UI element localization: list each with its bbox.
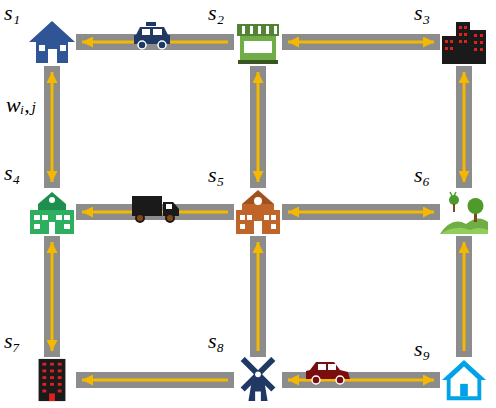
road-band	[250, 236, 266, 357]
place-icon	[28, 18, 76, 66]
road-band	[44, 236, 60, 357]
place-icon	[28, 188, 76, 236]
place-icon	[440, 18, 488, 66]
road-connector	[258, 236, 259, 357]
road-band	[456, 236, 472, 357]
road-connector	[282, 42, 440, 43]
road-band	[76, 372, 234, 388]
road-connector	[282, 212, 440, 213]
road-connector	[464, 236, 465, 357]
road-connector	[258, 66, 259, 188]
direction-arrow	[51, 72, 54, 182]
place-icon	[440, 357, 488, 403]
road-band	[282, 34, 440, 50]
place-node: s₅	[234, 188, 282, 236]
truck-icon	[132, 196, 179, 222]
road-band	[282, 204, 440, 220]
node-label: s₈	[208, 328, 224, 353]
place-node: s₄	[28, 188, 76, 236]
place-icon	[234, 188, 282, 236]
place-icon	[28, 357, 76, 403]
direction-arrow	[463, 242, 466, 351]
road-connector	[76, 380, 234, 381]
place-node: s₇	[28, 357, 76, 403]
road-connector	[464, 66, 465, 188]
direction-arrow	[288, 211, 434, 214]
node-label: s₂	[208, 0, 224, 25]
car-icon	[306, 362, 350, 384]
node-label: s₇	[4, 328, 20, 353]
taxi-icon	[134, 22, 170, 49]
road-band	[282, 372, 440, 388]
place-node: s₁	[28, 18, 76, 66]
road-band	[250, 66, 266, 188]
direction-arrow	[463, 72, 466, 182]
place-node: s₆	[440, 188, 488, 236]
direction-arrow	[288, 41, 434, 44]
node-label: s₅	[208, 162, 224, 187]
place-node: s₉	[440, 357, 488, 403]
direction-arrow	[257, 72, 260, 182]
node-label: s₉	[414, 336, 430, 361]
road-connector	[282, 380, 440, 381]
direction-arrow	[257, 242, 260, 351]
place-icon	[234, 357, 282, 403]
place-node: s₃	[440, 18, 488, 66]
weight-label: wᵢ,ⱼ	[6, 92, 35, 117]
road-connector	[52, 236, 53, 357]
road-band	[456, 66, 472, 188]
road-connector	[52, 66, 53, 188]
place-node: s₂	[234, 18, 282, 66]
place-icon	[234, 18, 282, 66]
place-node: s₈	[234, 357, 282, 403]
direction-arrow	[51, 242, 54, 351]
node-label: s₃	[414, 0, 430, 25]
road-band	[44, 66, 60, 188]
node-label: s₆	[414, 162, 430, 187]
node-label: s₁	[4, 0, 20, 25]
direction-arrow	[82, 379, 228, 382]
place-icon	[440, 188, 488, 236]
node-label: s₄	[4, 160, 20, 185]
